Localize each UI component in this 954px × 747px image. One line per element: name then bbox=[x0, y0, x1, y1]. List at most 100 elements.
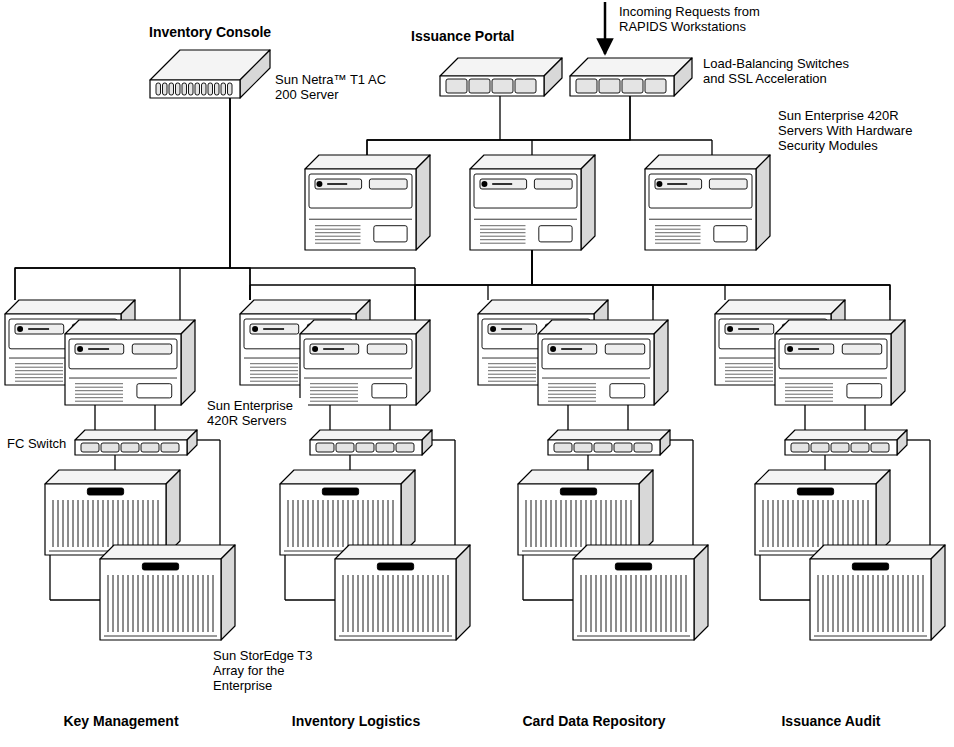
device-detail bbox=[137, 384, 172, 398]
device-face bbox=[639, 470, 653, 555]
device-detail bbox=[138, 575, 139, 632]
device-detail bbox=[918, 575, 919, 632]
device-detail bbox=[714, 226, 747, 242]
device-face bbox=[548, 430, 670, 440]
wire bbox=[864, 405, 865, 430]
device-detail bbox=[655, 236, 701, 237]
device-detail bbox=[188, 575, 189, 632]
wire bbox=[349, 455, 350, 470]
device-face bbox=[810, 545, 945, 559]
device-detail bbox=[646, 575, 647, 632]
device-detail bbox=[725, 324, 774, 334]
device-detail bbox=[681, 575, 682, 632]
wire bbox=[114, 455, 115, 470]
wire bbox=[94, 405, 95, 430]
device-face bbox=[573, 545, 708, 559]
connector bbox=[230, 98, 250, 300]
device-detail bbox=[178, 575, 179, 632]
wire bbox=[522, 555, 523, 600]
device-detail bbox=[176, 83, 181, 95]
device-detail bbox=[198, 575, 199, 632]
device-detail bbox=[727, 326, 733, 332]
device-detail bbox=[601, 575, 602, 632]
device-detail bbox=[571, 500, 572, 547]
device-detail bbox=[73, 500, 74, 547]
device-detail bbox=[554, 443, 572, 452]
device-face bbox=[45, 470, 180, 484]
connector bbox=[367, 96, 630, 155]
server-cluster: Card Data Repository bbox=[478, 300, 708, 640]
device-detail bbox=[863, 575, 864, 632]
wire bbox=[432, 439, 455, 440]
device-detail bbox=[725, 381, 773, 382]
device-detail bbox=[492, 183, 512, 185]
device-detail bbox=[566, 500, 567, 547]
device-detail bbox=[69, 378, 177, 379]
device-face bbox=[100, 545, 235, 559]
device-detail bbox=[631, 575, 632, 632]
device-face bbox=[75, 430, 197, 440]
wire bbox=[929, 440, 930, 545]
device-face bbox=[75, 440, 187, 455]
device-detail bbox=[676, 575, 677, 632]
device-detail bbox=[787, 346, 793, 352]
device-detail bbox=[121, 443, 139, 452]
device-detail bbox=[328, 500, 329, 547]
device-face bbox=[755, 484, 876, 555]
device-detail bbox=[393, 500, 394, 547]
fc-switch-illustration bbox=[548, 430, 670, 455]
device-detail bbox=[883, 575, 884, 632]
device-detail bbox=[488, 381, 536, 382]
device-face bbox=[305, 155, 430, 169]
device-detail bbox=[53, 500, 54, 547]
device-detail bbox=[779, 378, 887, 379]
device-detail bbox=[818, 575, 819, 632]
device-detail bbox=[546, 500, 547, 547]
device-detail bbox=[492, 79, 513, 93]
device-face bbox=[876, 470, 890, 555]
device-detail bbox=[158, 500, 159, 547]
device-detail bbox=[868, 575, 869, 632]
device-detail bbox=[725, 367, 773, 368]
device-face bbox=[187, 430, 197, 455]
wire bbox=[285, 599, 335, 600]
wire bbox=[219, 440, 220, 545]
device-detail bbox=[443, 575, 444, 632]
device-detail bbox=[438, 575, 439, 632]
device-detail bbox=[378, 500, 379, 547]
device-detail bbox=[908, 575, 909, 632]
device-detail bbox=[367, 344, 406, 354]
wire bbox=[499, 96, 500, 140]
device-detail bbox=[69, 339, 177, 369]
device-detail bbox=[645, 79, 666, 93]
device-detail bbox=[142, 563, 178, 570]
device-detail bbox=[310, 390, 358, 391]
device-detail bbox=[843, 575, 844, 632]
device-detail bbox=[586, 575, 587, 632]
device-detail bbox=[163, 575, 164, 632]
device-detail bbox=[310, 401, 358, 402]
server-cluster: Issuance Audit bbox=[715, 300, 945, 640]
device-detail bbox=[785, 387, 833, 388]
device-detail bbox=[599, 79, 620, 93]
device-face bbox=[785, 440, 897, 455]
wire bbox=[711, 140, 712, 155]
device-detail bbox=[605, 344, 644, 354]
device-detail bbox=[213, 575, 214, 632]
device-face bbox=[931, 545, 945, 640]
device-detail bbox=[488, 367, 536, 368]
device-detail bbox=[725, 370, 773, 371]
device-face bbox=[654, 320, 668, 405]
netra-server-illustration bbox=[150, 50, 270, 98]
device-detail bbox=[868, 500, 869, 547]
device-detail bbox=[873, 575, 874, 632]
wire bbox=[179, 268, 180, 320]
device-detail bbox=[561, 500, 562, 547]
storage-array-illustration bbox=[335, 545, 470, 640]
device-detail bbox=[315, 239, 361, 240]
device-face bbox=[775, 334, 891, 405]
device-detail bbox=[686, 575, 687, 632]
server-illustration bbox=[305, 155, 430, 250]
device-detail bbox=[898, 575, 899, 632]
device-detail bbox=[312, 346, 318, 352]
